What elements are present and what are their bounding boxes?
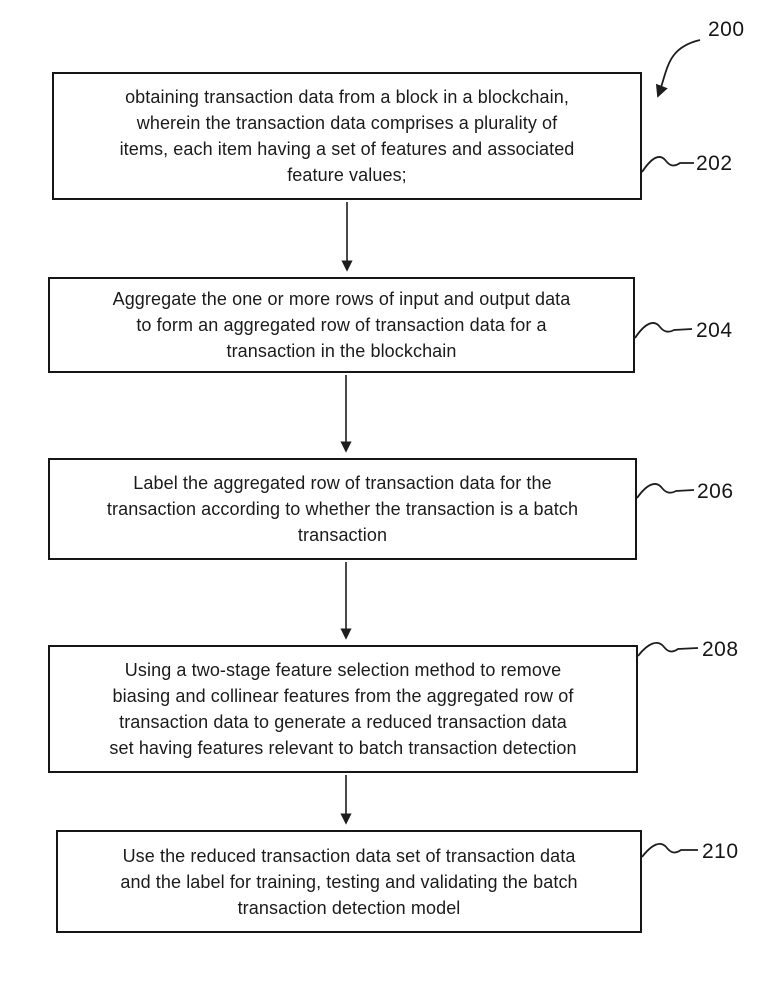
leader-208: [637, 642, 699, 657]
leader-210: [641, 843, 698, 858]
leader-204: [634, 322, 693, 339]
flow-step-box-202: obtaining transaction data from a block …: [52, 72, 642, 200]
step-ref-label-208: 208: [702, 638, 739, 661]
leader-202: [641, 156, 694, 173]
leader-206: [636, 483, 695, 499]
step-ref-label-202: 202: [696, 152, 733, 175]
flow-step-box-206: Label the aggregated row of transaction …: [48, 458, 637, 560]
step-ref-label-210: 210: [702, 840, 739, 863]
flow-step-box-204: Aggregate the one or more rows of input …: [48, 277, 635, 373]
step-ref-label-206: 206: [697, 480, 734, 503]
flow-step-text-210: Use the reduced transaction data set of …: [120, 845, 578, 918]
figure-ref-label: 200: [708, 18, 745, 41]
flow-step-text-204: Aggregate the one or more rows of input …: [112, 289, 571, 361]
flow-step-box-208: Using a two-stage feature selection meth…: [48, 645, 638, 773]
flow-step-text-206: Label the aggregated row of transaction …: [106, 473, 579, 545]
flow-step-text-208: Using a two-stage feature selection meth…: [109, 660, 577, 758]
flow-step-box-210: Use the reduced transaction data set of …: [56, 830, 642, 933]
figure-ref-arrow: [655, 39, 701, 98]
step-ref-label-204: 204: [696, 319, 733, 342]
flow-step-text-202: obtaining transaction data from a block …: [119, 87, 575, 185]
